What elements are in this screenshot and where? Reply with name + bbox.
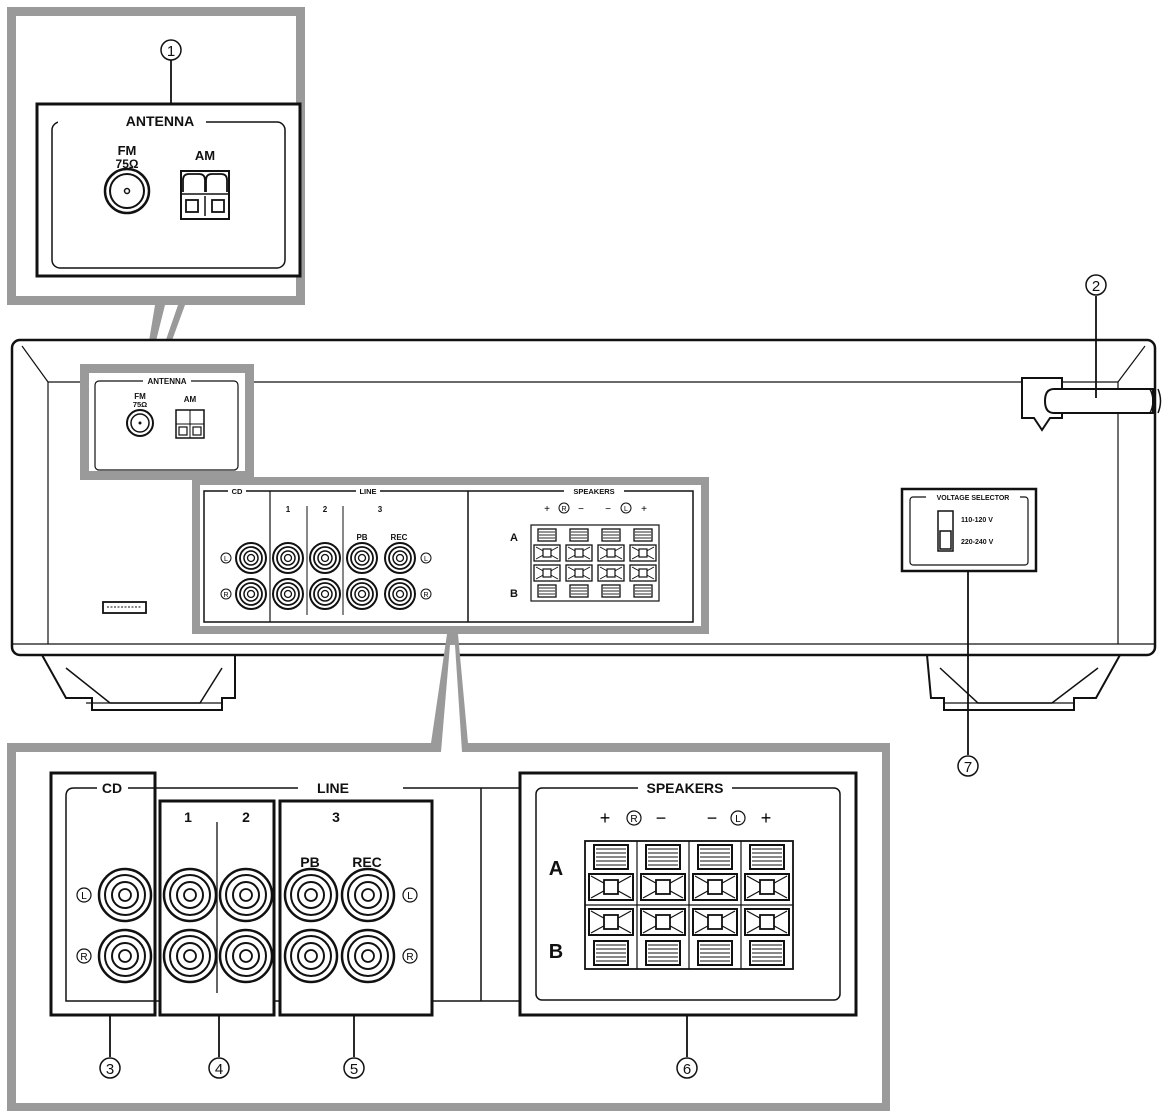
speakers-a-label: A xyxy=(549,858,563,880)
line-label: LINE xyxy=(317,780,349,796)
callout-1: 1 xyxy=(167,43,175,60)
svg-text:R: R xyxy=(423,592,428,599)
svg-text:A: A xyxy=(510,532,518,544)
svg-text:2: 2 xyxy=(323,505,328,514)
io-panel: CD LINE SPEAKERS 1 2 3 PB REC L R L R + … xyxy=(192,477,709,634)
speaker-terminals[interactable] xyxy=(584,840,794,970)
svg-text:75Ω: 75Ω xyxy=(133,400,147,409)
svg-text:+: + xyxy=(544,504,550,515)
line1-label: 1 xyxy=(184,809,192,825)
svg-text:AM: AM xyxy=(184,395,197,404)
line2-label: 2 xyxy=(242,809,250,825)
power-cord xyxy=(1021,377,1162,432)
am-terminal-small[interactable] xyxy=(175,409,205,439)
callout-3: 3 xyxy=(106,1061,114,1078)
svg-text:L: L xyxy=(81,891,87,902)
fm-antenna-jack[interactable] xyxy=(103,167,151,215)
rec-label: REC xyxy=(352,854,382,870)
speaker-terminals-small[interactable] xyxy=(530,524,660,602)
callout-5: 5 xyxy=(350,1061,358,1078)
svg-text:L: L xyxy=(735,814,741,825)
voltage-selector: VOLTAGE SELECTOR 110-120 V 220-240 V xyxy=(900,487,1038,573)
svg-text:R: R xyxy=(80,952,87,963)
svg-text:SPEAKERS: SPEAKERS xyxy=(573,487,614,496)
fm-jack-small[interactable] xyxy=(126,409,154,437)
line3-label: 3 xyxy=(332,809,340,825)
callout-6: 6 xyxy=(683,1061,691,1078)
svg-text:L: L xyxy=(407,891,413,902)
callout-7: 7 xyxy=(964,759,972,776)
callout-2: 2 xyxy=(1092,278,1100,295)
svg-text:B: B xyxy=(510,588,518,600)
fm-ohm-label: 75Ω xyxy=(116,157,139,171)
svg-text:−: − xyxy=(578,504,584,515)
svg-text:+: + xyxy=(761,808,772,828)
antenna-title: ANTENNA xyxy=(126,113,194,129)
svg-text:L: L xyxy=(224,556,228,563)
svg-text:1: 1 xyxy=(286,505,291,514)
am-antenna-terminal[interactable] xyxy=(180,170,230,220)
antenna-panel: ANTENNA FM 75Ω AM xyxy=(80,364,254,480)
svg-text:R: R xyxy=(561,506,566,513)
svg-text:220-240 V: 220-240 V xyxy=(961,539,994,546)
svg-text:R: R xyxy=(406,952,413,963)
svg-text:110-120 V: 110-120 V xyxy=(961,517,993,524)
svg-text:REC: REC xyxy=(391,533,408,542)
am-label: AM xyxy=(195,148,215,163)
svg-text:LINE: LINE xyxy=(359,487,376,496)
svg-text:+: + xyxy=(641,504,647,515)
speakers-title: SPEAKERS xyxy=(646,780,723,796)
antenna-zoom-callout: ANTENNA FM 75Ω AM 1 xyxy=(7,7,305,365)
svg-text:FM: FM xyxy=(134,392,146,401)
svg-text:3: 3 xyxy=(378,505,383,514)
svg-text:L: L xyxy=(424,556,428,563)
svg-text:+: + xyxy=(600,808,611,828)
io-zoom-callout: LINE CD L R 1 2 3 PB REC L xyxy=(7,634,890,1111)
svg-text:PB: PB xyxy=(356,533,367,542)
svg-text:R: R xyxy=(630,814,637,825)
voltage-switch[interactable] xyxy=(937,510,954,552)
svg-text:−: − xyxy=(605,504,611,515)
svg-text:−: − xyxy=(707,808,718,828)
callout-4: 4 xyxy=(215,1061,223,1078)
pb-label: PB xyxy=(300,854,319,870)
svg-text:R: R xyxy=(223,592,228,599)
svg-text:L: L xyxy=(624,506,628,513)
svg-text:ANTENNA: ANTENNA xyxy=(147,377,186,386)
fm-label: FM xyxy=(118,143,137,158)
svg-text:VOLTAGE SELECTOR: VOLTAGE SELECTOR xyxy=(937,495,1010,502)
svg-text:CD: CD xyxy=(232,487,243,496)
cd-label: CD xyxy=(102,780,122,796)
svg-text:−: − xyxy=(656,808,667,828)
speakers-b-label: B xyxy=(549,941,563,963)
